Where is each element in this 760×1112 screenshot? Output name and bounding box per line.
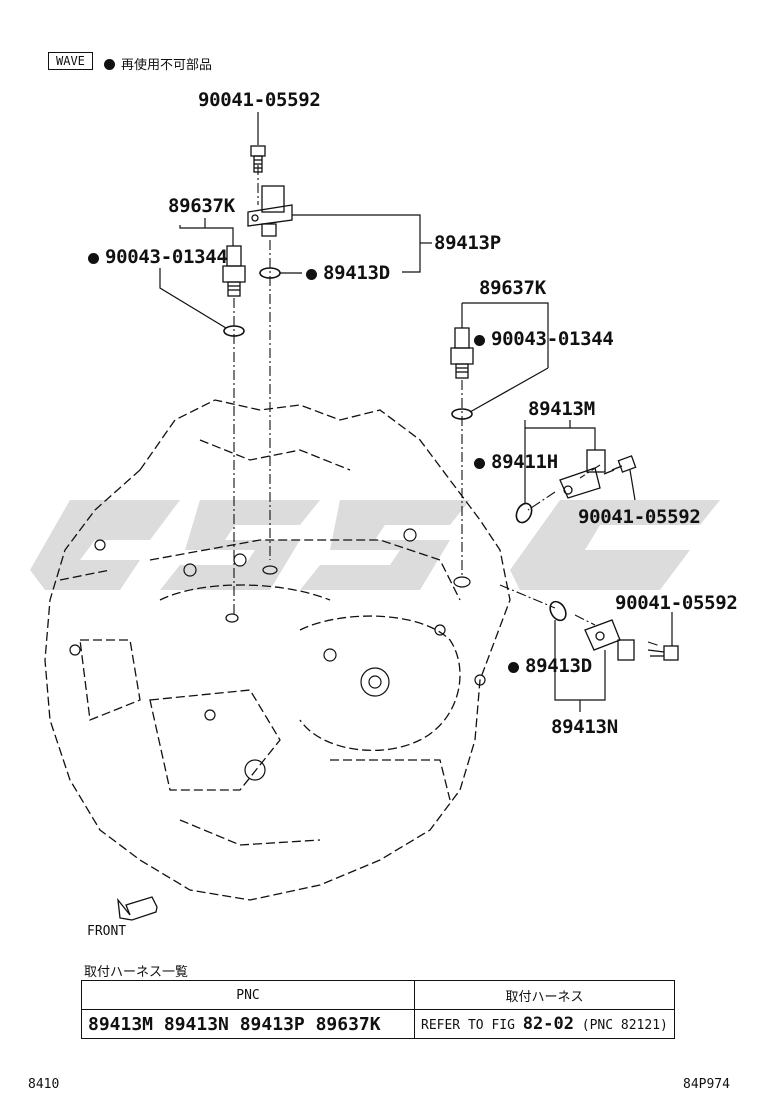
install-centerlines <box>233 165 661 647</box>
gasket-right-icon <box>451 408 473 420</box>
part-label-bolt-n[interactable]: 90041-05592 <box>615 592 738 614</box>
part-label-oring-m[interactable]: 89411H <box>474 451 558 473</box>
wave-tag: WAVE <box>48 52 93 70</box>
part-label-oring-n[interactable]: 89413D <box>508 655 592 677</box>
part-label-bolt-top[interactable]: 90041-05592 <box>198 89 321 111</box>
oring-m-text: 89411H <box>491 451 558 473</box>
gasket-right-text: 90043-01344 <box>491 328 614 350</box>
refer-fig-link[interactable]: 82-02 <box>522 1014 574 1034</box>
harness-column-header: 取付ハーネス <box>414 980 675 1010</box>
pnc-list-cell: 89413M 89413N 89413P 89637K <box>81 1009 415 1039</box>
refer-prefix: REFER TO FIG <box>421 1018 515 1033</box>
gasket-left-icon <box>223 325 245 337</box>
sensor-right-icon <box>450 327 474 379</box>
refer-cell: REFER TO FIG 82-02 (PNC 82121) <box>414 1009 675 1039</box>
table-header-row: PNC 取付ハーネス <box>81 980 675 1010</box>
leader-lines <box>159 112 673 712</box>
non-reusable-dot-icon <box>88 253 99 264</box>
part-label-sensor-m[interactable]: 89413M <box>528 398 595 420</box>
part-label-gasket-left[interactable]: 90043-01344 <box>88 246 228 268</box>
front-label: FRONT <box>87 924 127 939</box>
oring-p-text: 89413D <box>323 262 390 284</box>
front-arrow-icon <box>117 896 158 921</box>
transmission-housing <box>44 399 511 901</box>
bolt-n-icon <box>647 645 679 661</box>
oring-n-icon <box>549 600 567 622</box>
non-reusable-dot-icon <box>508 662 519 673</box>
non-reusable-dot-icon <box>306 269 317 280</box>
footer-page-code: 8410 <box>28 1077 60 1092</box>
part-label-sensor-n[interactable]: 89413N <box>551 716 618 738</box>
refer-pnc: (PNC 82121) <box>581 1018 668 1033</box>
table-title: 取付ハーネス一覧 <box>84 965 189 980</box>
reuse-legend: 再使用不可部品 <box>104 54 212 73</box>
oring-m-icon <box>515 502 533 524</box>
table-row: 89413M 89413N 89413P 89637K REFER TO FIG… <box>81 1009 675 1039</box>
pnc-column-header: PNC <box>81 980 415 1010</box>
part-label-gasket-right[interactable]: 90043-01344 <box>474 328 614 350</box>
watermark-logo <box>30 500 720 590</box>
gasket-left-text: 90043-01344 <box>105 246 228 268</box>
part-label-oring-p[interactable]: 89413D <box>306 262 390 284</box>
bolt-top-icon <box>250 145 266 173</box>
sensor-p-icon <box>247 185 293 237</box>
non-reusable-dot-icon <box>474 458 485 469</box>
part-label-sensor-right[interactable]: 89637K <box>479 277 546 299</box>
reuse-legend-text: 再使用不可部品 <box>121 58 213 73</box>
non-reusable-dot-icon <box>104 59 115 70</box>
footer-figure-code: 84P974 <box>683 1077 730 1092</box>
part-label-sensor-left[interactable]: 89637K <box>168 195 235 217</box>
part-label-bolt-m[interactable]: 90041-05592 <box>578 506 701 528</box>
sensor-left-icon <box>222 245 246 297</box>
sensor-m-icon <box>559 449 606 499</box>
non-reusable-dot-icon <box>474 335 485 346</box>
sensor-n-icon <box>584 619 635 661</box>
bolt-m-icon <box>603 455 637 475</box>
oring-n-text: 89413D <box>525 655 592 677</box>
harness-table: PNC 取付ハーネス 89413M 89413N 89413P 89637K R… <box>81 980 675 1039</box>
part-label-sensor-p[interactable]: 89413P <box>434 232 501 254</box>
